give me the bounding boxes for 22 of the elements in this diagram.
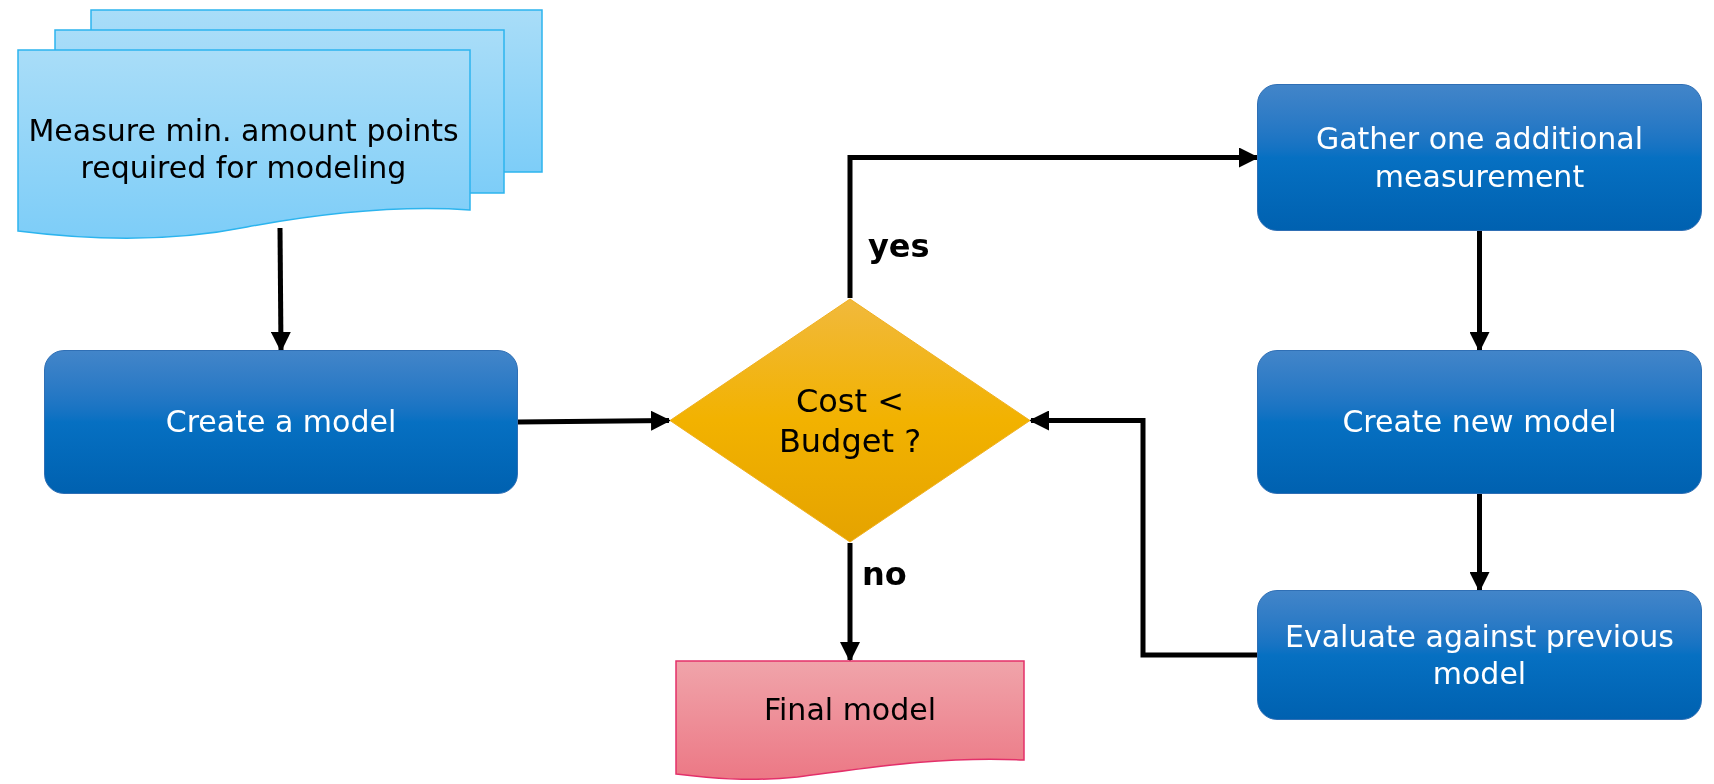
process-box: [1257, 350, 1702, 494]
node-text: Final model: [763, 691, 937, 729]
edge-label: yes: [868, 226, 930, 267]
arrow: [517, 410, 671, 431]
arrow: [270, 228, 291, 352]
process-box: [44, 350, 518, 494]
node-text: Evaluate against previous model: [1284, 617, 1675, 693]
node-text: Create a model: [165, 403, 397, 441]
node-text: Measure min. amount points required for modeling: [27, 111, 460, 187]
node-text: Gather one additional measurement: [1314, 120, 1645, 195]
arrow: [1469, 231, 1490, 352]
document-shape: [675, 660, 1025, 780]
decision-diamond: [669, 298, 1031, 543]
arrow: [840, 543, 860, 662]
process-box: [1257, 84, 1702, 231]
node-text: Create new model: [1342, 403, 1617, 441]
arrow: [1469, 494, 1490, 592]
process-box: [1257, 590, 1702, 720]
arrow: [1029, 410, 1257, 658]
arrow: [847, 147, 1259, 298]
node-text: Cost < Budget ?: [777, 380, 923, 461]
edge-label: no: [862, 554, 907, 595]
